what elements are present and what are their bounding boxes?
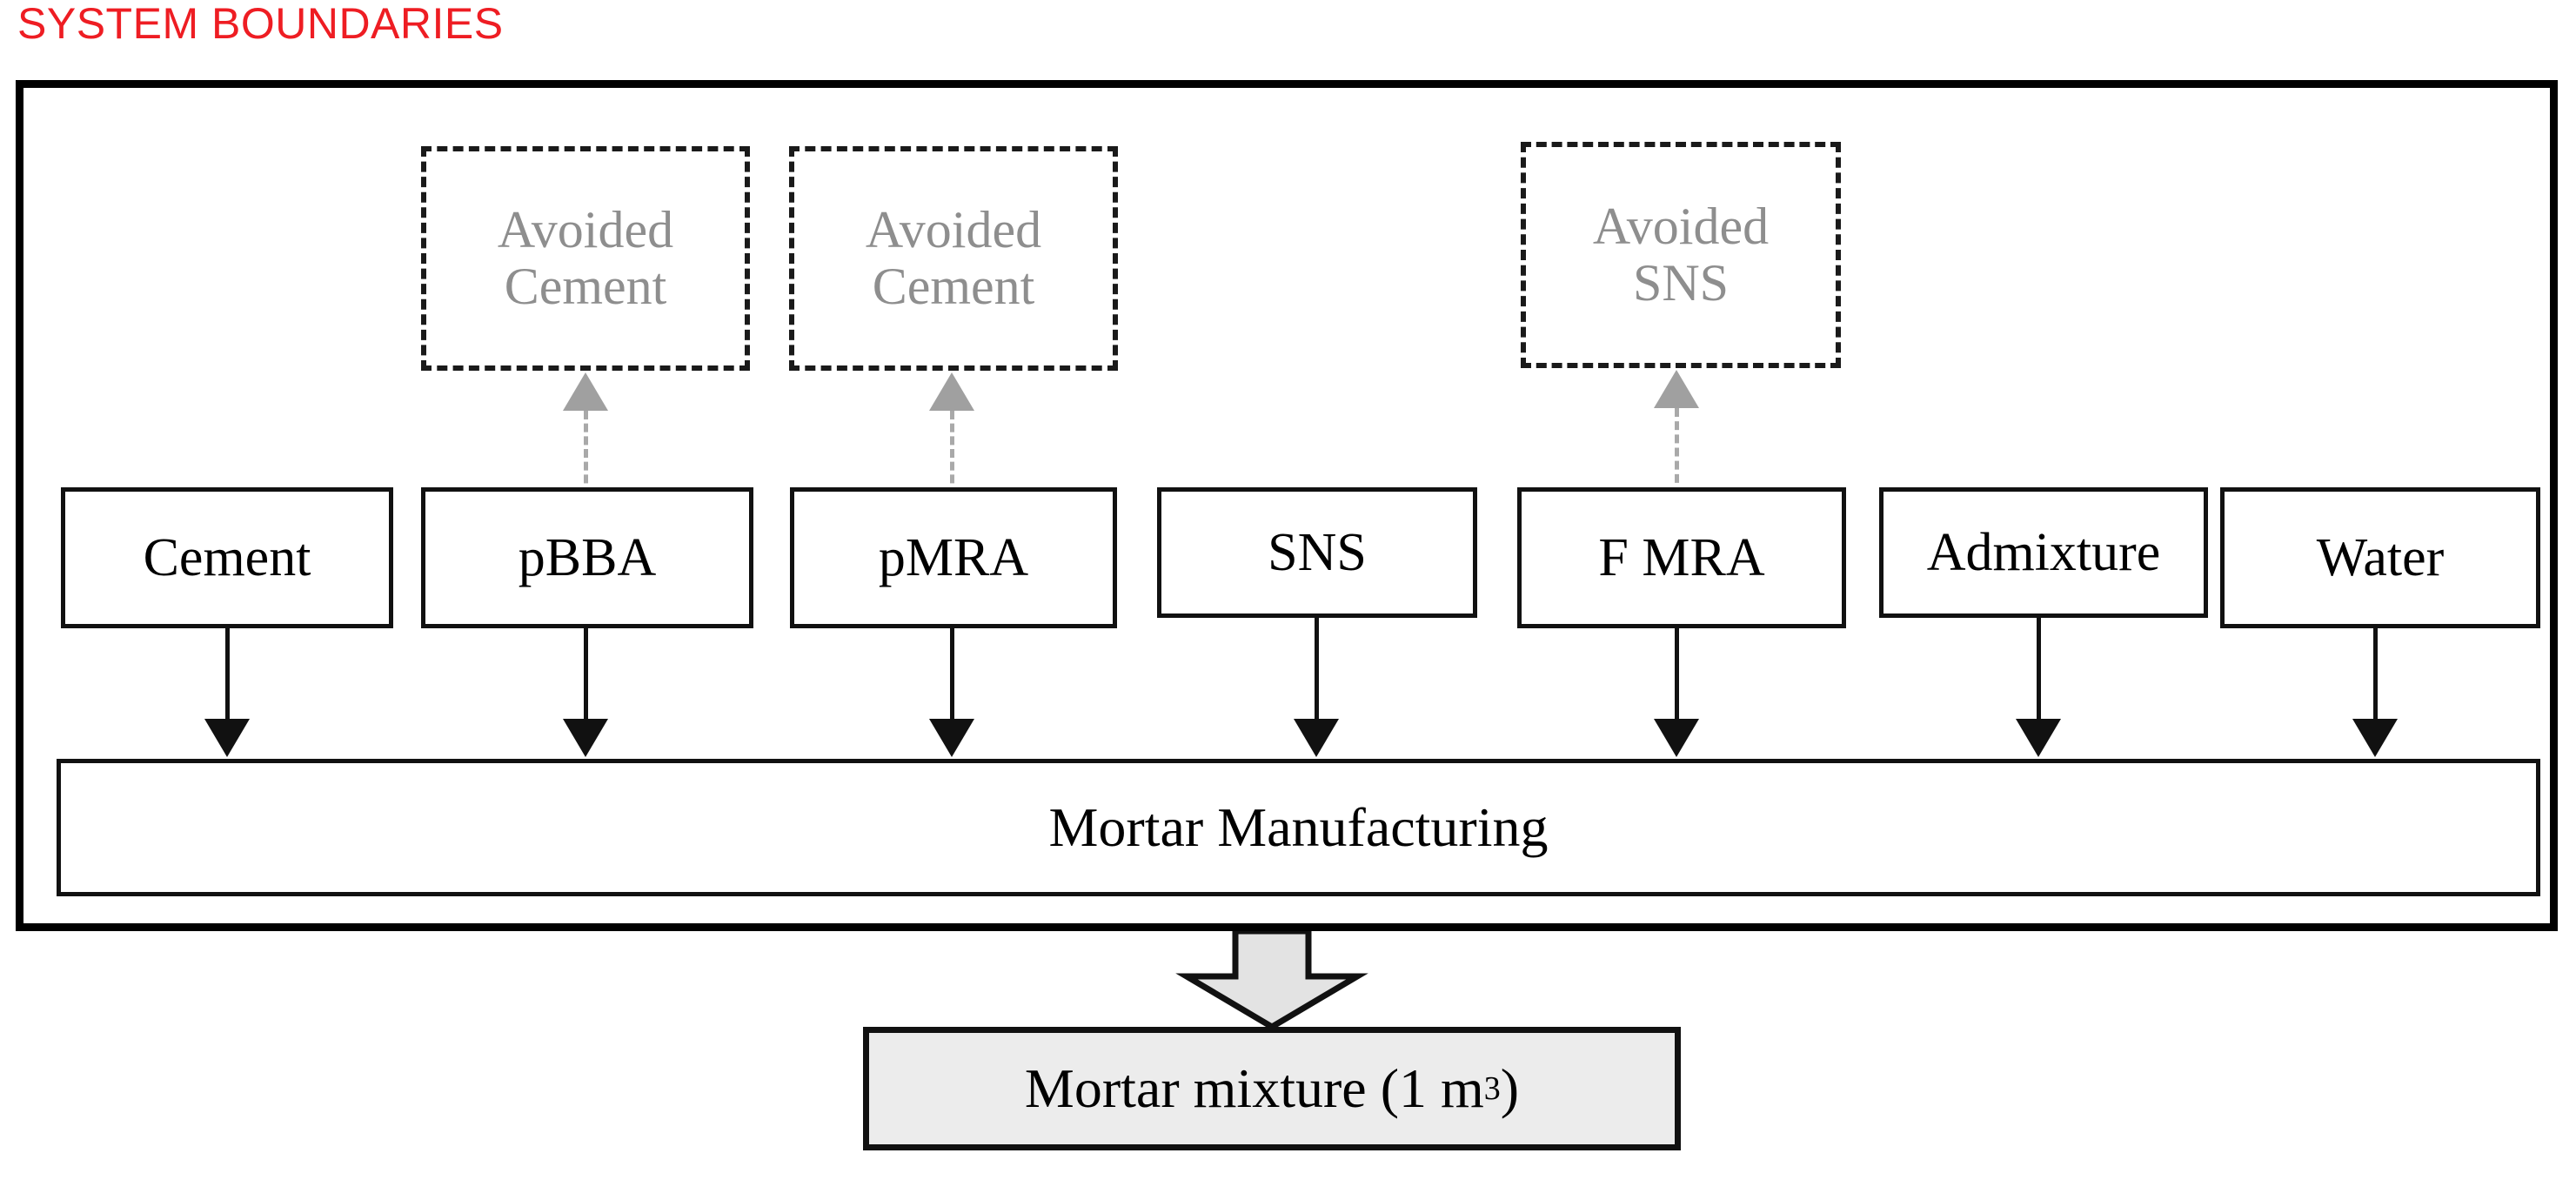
input-box-label: SNS bbox=[1268, 522, 1367, 582]
avoided-box-line1: Avoided bbox=[1592, 198, 1770, 256]
flow-arrowhead-pmra-icon bbox=[929, 719, 974, 757]
flow-arrowhead-water-icon bbox=[2352, 719, 2398, 757]
input-box-cement[interactable]: Cement bbox=[61, 487, 393, 628]
output-box-label: Mortar mixture (1 m bbox=[1024, 1057, 1484, 1119]
avoided-box-line1: Avoided bbox=[497, 201, 674, 259]
input-box-label: Cement bbox=[143, 527, 311, 587]
avoided-box-cement-2: Avoided Cement bbox=[789, 146, 1118, 371]
gray-dashed-line-pmra bbox=[950, 411, 954, 496]
flow-arrowhead-cement-icon bbox=[204, 719, 250, 757]
block-arrow-to-output-icon bbox=[1175, 931, 1368, 1029]
input-box-pbba[interactable]: pBBA bbox=[421, 487, 753, 628]
flow-arrowhead-fmra-icon bbox=[1654, 719, 1699, 757]
flow-line-cement bbox=[225, 628, 230, 724]
input-box-label: Water bbox=[2316, 527, 2445, 587]
input-box-admixture[interactable]: Admixture bbox=[1879, 487, 2208, 618]
input-box-water[interactable]: Water bbox=[2220, 487, 2540, 628]
output-box-label-tail: ) bbox=[1500, 1057, 1520, 1119]
input-box-label: pMRA bbox=[878, 527, 1029, 587]
process-box-mortar-manufacturing[interactable]: Mortar Manufacturing bbox=[57, 759, 2540, 896]
flow-line-water bbox=[2373, 628, 2378, 724]
flow-arrowhead-sns-icon bbox=[1294, 719, 1339, 757]
avoided-box-line1: Avoided bbox=[865, 201, 1042, 259]
flow-arrowhead-admixture-icon bbox=[2016, 719, 2061, 757]
flow-arrowhead-pbba-icon bbox=[563, 719, 608, 757]
flow-line-fmra bbox=[1675, 628, 1679, 724]
gray-arrowhead-fmra-icon bbox=[1654, 370, 1699, 408]
avoided-box-line2: Cement bbox=[872, 258, 1035, 315]
avoided-box-cement-1: Avoided Cement bbox=[421, 146, 750, 371]
gray-arrowhead-pmra-icon bbox=[929, 372, 974, 411]
process-box-label: Mortar Manufacturing bbox=[1048, 796, 1549, 858]
flow-line-pbba bbox=[584, 628, 588, 724]
input-box-label: Admixture bbox=[1926, 522, 2161, 582]
avoided-box-line2: Cement bbox=[504, 258, 667, 315]
flow-line-admixture bbox=[2037, 618, 2041, 724]
input-box-pmra[interactable]: pMRA bbox=[790, 487, 1117, 628]
input-box-label: pBBA bbox=[518, 527, 657, 587]
input-box-label: F MRA bbox=[1598, 527, 1765, 587]
avoided-box-sns: Avoided SNS bbox=[1521, 142, 1841, 368]
input-box-sns[interactable]: SNS bbox=[1157, 487, 1477, 618]
flow-line-pmra bbox=[950, 628, 954, 724]
flow-line-sns bbox=[1315, 618, 1319, 724]
input-box-fmra[interactable]: F MRA bbox=[1517, 487, 1846, 628]
page-title: SYSTEM BOUNDARIES bbox=[17, 0, 504, 48]
gray-arrowhead-pbba-icon bbox=[563, 372, 608, 411]
system-boundary-frame bbox=[16, 80, 2558, 931]
gray-dashed-line-fmra bbox=[1675, 408, 1679, 496]
gray-dashed-line-pbba bbox=[584, 411, 588, 496]
avoided-box-line2: SNS bbox=[1632, 254, 1730, 312]
